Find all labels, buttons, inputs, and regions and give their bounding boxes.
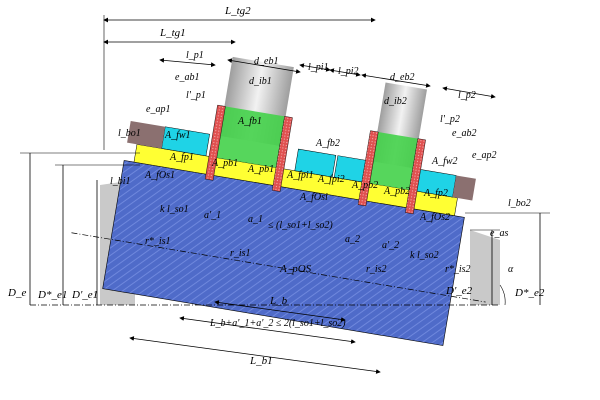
- label-a2: a_2: [345, 234, 360, 245]
- wall-right: [452, 175, 476, 201]
- label-ris1s: r*_is1: [145, 236, 171, 247]
- label-afos1: A_fOs1: [144, 170, 175, 181]
- label-deb1: d_eb1: [254, 56, 278, 67]
- label-dib2: d_ib2: [384, 96, 407, 107]
- label-lp1: l_p1: [186, 50, 204, 61]
- label-ris1: r_is1: [230, 248, 251, 259]
- label-eap2: e_ap2: [472, 150, 496, 161]
- shell-centerline: [71, 232, 486, 303]
- label-afb1: A_fb1: [237, 116, 262, 127]
- label-ltg2: L_tg2: [224, 5, 251, 17]
- weld-2b: [405, 138, 426, 215]
- label-de: D_e: [7, 287, 26, 299]
- label-apb2a: A_pb2: [351, 180, 378, 191]
- weld-2a: [357, 130, 379, 207]
- label-ineq1: ≤ (l_so1+l_so2): [268, 220, 333, 231]
- nozzle-2-green: [368, 131, 419, 191]
- label-eab1: e_ab1: [175, 72, 199, 83]
- diameter-lines: [20, 152, 550, 305]
- label-apb1a: A_pb1: [211, 158, 238, 169]
- label-a1p: a'_1: [204, 210, 221, 221]
- top-dimensions: [103, 15, 496, 150]
- label-afpi2: A_fpi2: [317, 174, 345, 185]
- label-afp1: A_fp1: [169, 152, 194, 163]
- label-de2p: D'_e2: [445, 285, 473, 297]
- label-a1: a_1: [248, 214, 263, 225]
- label-a2p: a'_2: [382, 240, 399, 251]
- pad-center-left: [294, 148, 337, 178]
- label-eap1: e_ap1: [146, 104, 170, 115]
- labels: L_tg2 L_tg1 l_p1 d_eb1 l_pi1 l_pi2 d_eb2…: [7, 5, 545, 367]
- label-afos2: A_fOs2: [419, 212, 450, 223]
- nozzle-1-green: [215, 106, 286, 168]
- label-afosi: A_fOsi: [299, 192, 328, 203]
- label-lpp2: l'_p2: [440, 114, 460, 125]
- label-lp2: l_p2: [458, 90, 476, 101]
- label-deb2: d_eb2: [390, 72, 414, 83]
- label-de1s: D*_e1: [37, 289, 67, 301]
- label-apb2b: A_pb2: [383, 186, 410, 197]
- label-ris2s: r*_is2: [445, 264, 471, 275]
- label-ltg1: L_tg1: [159, 27, 186, 39]
- alpha-arc: [499, 284, 506, 306]
- label-afpi1: A_fpi1: [286, 170, 314, 181]
- label-dib1: d_ib1: [249, 76, 272, 87]
- label-lb1: L_b1: [249, 355, 273, 367]
- label-apos: A_pOS: [279, 263, 312, 275]
- label-lbo1: l_bo1: [118, 128, 141, 139]
- label-lbo2: l_bo2: [508, 198, 531, 209]
- label-de1p: D'_e1: [71, 289, 98, 301]
- label-ris2: r_is2: [366, 264, 387, 275]
- label-eab2: e_ab2: [452, 128, 476, 139]
- label-lbsum: L_b+a'_1+a'_2 ≤ 2(l_so1+l_so2): [209, 318, 346, 329]
- weld-1b: [271, 116, 293, 192]
- label-klso2: k l_so2: [410, 250, 439, 261]
- label-lpp1: l'_p1: [186, 90, 206, 101]
- label-lpi2: l_pi2: [338, 66, 359, 77]
- label-alpha: α: [508, 264, 514, 275]
- label-de2s: D*_e2: [514, 287, 545, 299]
- label-lpi1: l_pi1: [308, 62, 329, 73]
- label-afp2: A_fp2: [423, 188, 448, 199]
- weld-1a: [204, 104, 226, 181]
- label-apb1b: A_pb1: [247, 164, 274, 175]
- label-eas: e_as: [490, 228, 508, 239]
- label-afb2: A_fb2: [315, 138, 340, 149]
- wall-left: [127, 120, 166, 149]
- tilted-assembly: [71, 56, 486, 346]
- label-lb: L_b: [269, 295, 288, 307]
- label-klso1: k l_so1: [160, 204, 189, 215]
- label-afw1: A_fw1: [164, 130, 191, 141]
- bottom-dimensions: [129, 300, 381, 374]
- label-afw2: A_fw2: [431, 156, 458, 167]
- label-lbi1: l_bi1: [110, 176, 131, 187]
